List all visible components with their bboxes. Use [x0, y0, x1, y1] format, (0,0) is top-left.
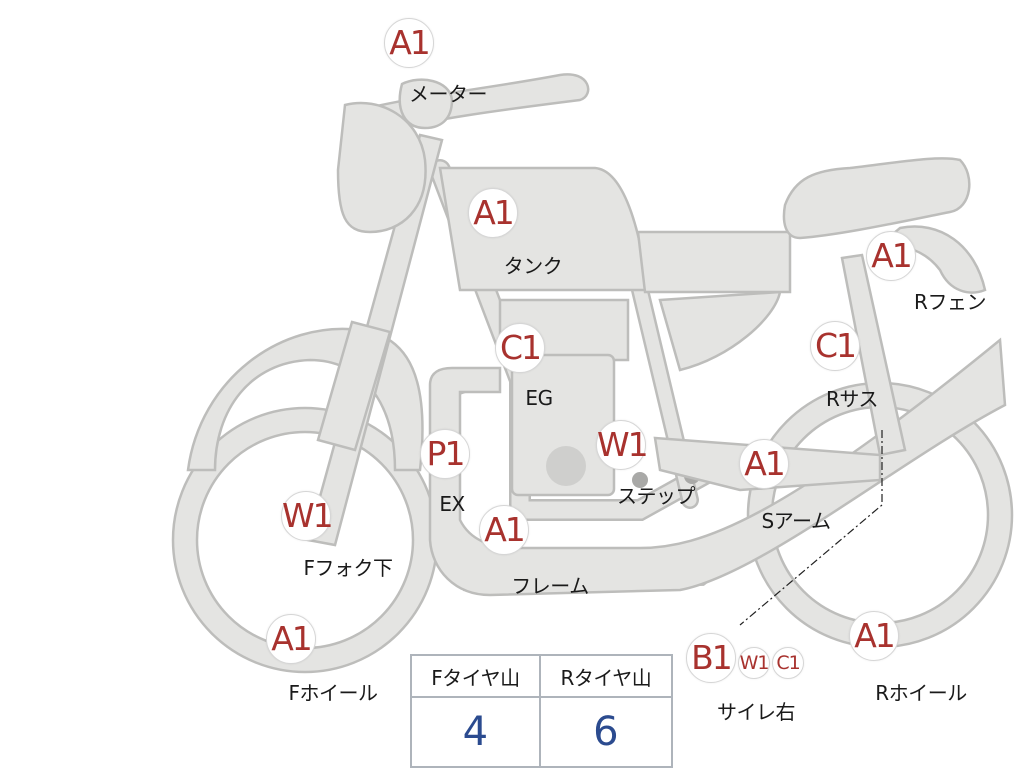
badge-exhaust[interactable]: P1: [420, 429, 470, 479]
exhaust-shape: [428, 337, 1007, 597]
badge-engine[interactable]: C1: [495, 323, 545, 373]
rear-shock-shape: [840, 253, 907, 457]
value-front-tire: 4: [410, 696, 541, 768]
badge-tank[interactable]: A1: [468, 188, 518, 238]
badge-f-wheel[interactable]: A1: [266, 614, 316, 664]
meter-shape: [398, 78, 454, 130]
label-frame: フレーム: [511, 574, 589, 598]
badge-meter[interactable]: A1: [384, 18, 434, 68]
label-f-fork: Fフォク下: [303, 556, 393, 580]
label-tank: タンク: [503, 254, 563, 278]
label-f-wheel: Fホイール: [288, 681, 378, 705]
label-r-wheel: Rホイール: [875, 681, 967, 705]
label-exhaust: EX: [439, 492, 465, 516]
headlight-shape: [336, 101, 427, 234]
tire-tread-table: Fタイヤ山 Rタイヤ山 4 6: [410, 654, 674, 768]
label-swing-arm: Sアーム: [761, 509, 831, 533]
badge-silencer-right-c1[interactable]: C1: [772, 647, 804, 679]
label-meter: メーター: [409, 82, 488, 106]
label-r-sus: Rサス: [826, 387, 879, 411]
badge-r-fender[interactable]: A1: [866, 231, 916, 281]
badge-frame[interactable]: A1: [479, 505, 529, 555]
badge-r-sus[interactable]: C1: [810, 321, 860, 371]
label-step: ステップ: [617, 484, 696, 508]
badge-f-fork[interactable]: W1: [281, 491, 334, 541]
table-header-row: Fタイヤ山 Rタイヤ山: [410, 654, 674, 698]
header-front-tire: Fタイヤ山: [410, 654, 541, 698]
label-engine: EG: [525, 386, 553, 410]
seat-base-shape: [636, 230, 792, 294]
seat-shape: [782, 157, 971, 240]
badge-step[interactable]: W1: [596, 420, 649, 470]
badge-r-wheel[interactable]: A1: [849, 611, 899, 661]
leader-line: [739, 430, 883, 626]
value-rear-tire: 6: [538, 696, 674, 768]
label-silencer-right: サイレ右: [717, 700, 796, 724]
table-value-row: 4 6: [410, 696, 674, 768]
badge-silencer-right[interactable]: B1: [686, 633, 736, 683]
header-rear-tire: Rタイヤ山: [538, 654, 674, 698]
label-r-fender: Rフェン: [914, 290, 986, 314]
side-panel-shape: [658, 290, 782, 372]
badge-silencer-right-w1[interactable]: W1: [738, 647, 770, 679]
badge-swing-arm[interactable]: A1: [739, 439, 789, 489]
